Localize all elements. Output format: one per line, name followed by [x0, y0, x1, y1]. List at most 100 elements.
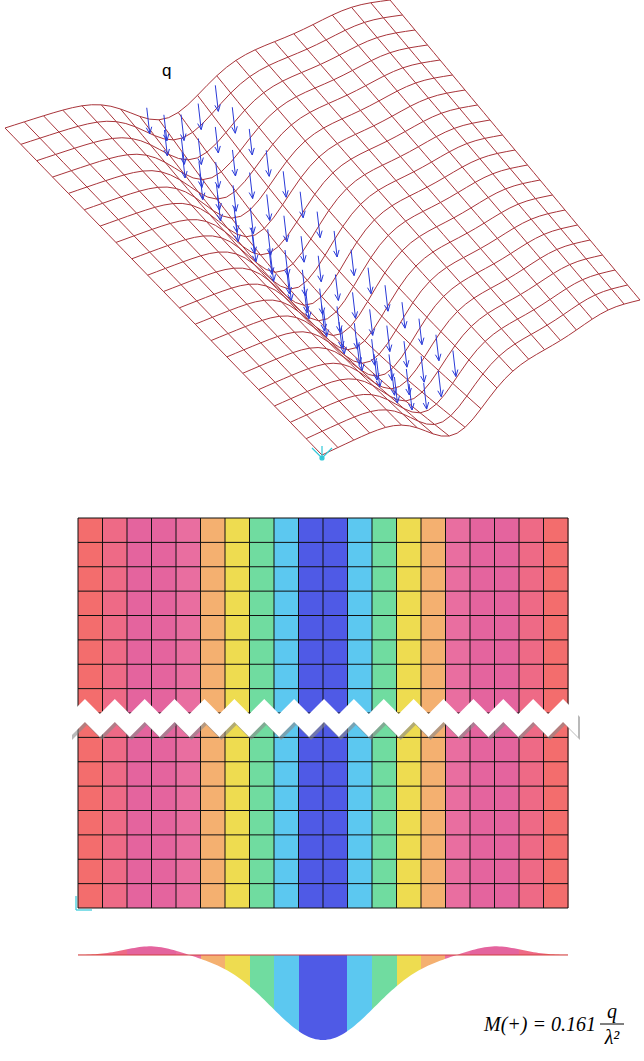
arrow-head [406, 388, 412, 395]
axis-icon [76, 896, 92, 910]
arrow-head [356, 357, 362, 364]
grid-line [78, 566, 568, 567]
arrow-head [164, 149, 170, 156]
arrow-head [270, 274, 276, 281]
mesh-line [84, 75, 452, 218]
arrow-head [232, 126, 238, 133]
arrow-head [181, 157, 187, 164]
arrow-head [403, 360, 409, 367]
arrow-head [435, 354, 441, 361]
arrow-head [233, 225, 239, 232]
grid-line [78, 859, 568, 860]
arrow-head [409, 403, 415, 410]
arrow-head [283, 190, 289, 197]
arrow-head [368, 287, 374, 294]
mesh-line [100, 90, 465, 237]
mesh-line [274, 255, 602, 406]
arrow-head [369, 328, 375, 335]
mesh-line [140, 116, 434, 434]
mesh-line [21, 15, 403, 144]
arrow-head [371, 358, 377, 365]
mesh-line [116, 105, 478, 255]
arrow-head [286, 287, 292, 294]
arrow-head [146, 127, 152, 134]
arrow-head [452, 370, 458, 377]
grid-line [78, 615, 568, 616]
arrow-head [421, 375, 427, 382]
axis-icon [312, 446, 332, 460]
arrow-head [418, 338, 424, 345]
arrow-head [181, 134, 187, 141]
arrow-head [385, 304, 391, 311]
grid-line [78, 834, 568, 835]
arrow-head [334, 250, 340, 257]
arrow-head [235, 235, 241, 242]
grid-line [78, 810, 568, 811]
arrow-head [217, 214, 223, 221]
grid-line [78, 737, 568, 738]
axis-icon-part [320, 456, 324, 460]
arrow-head [352, 311, 358, 318]
mesh-line [259, 240, 590, 390]
arrow-head [266, 169, 272, 176]
arrow-head [283, 235, 289, 242]
grid-line [78, 761, 568, 762]
arrow-head [335, 294, 341, 301]
arrow-head [401, 321, 407, 328]
axis-icon-part [76, 909, 92, 910]
arrow-head [267, 248, 273, 255]
arrow-head [252, 255, 258, 262]
axis-icon-part [75, 896, 76, 910]
mesh-line [217, 76, 497, 388]
grid-line [78, 883, 568, 884]
arrow-head [394, 396, 400, 403]
arrow-head [305, 312, 311, 319]
arrow-head [339, 341, 345, 348]
arrow-head [250, 227, 256, 234]
mesh-line [390, 0, 640, 300]
mesh-line [236, 60, 513, 371]
mesh-line [371, 3, 624, 304]
arrow-head [216, 203, 222, 210]
mesh-line [5, 0, 390, 128]
arrow-head [389, 373, 395, 380]
mesh-line [82, 106, 386, 428]
arrow-head [423, 402, 429, 409]
fraction-denominator: λ² [605, 1026, 620, 1048]
arrow-head [215, 146, 221, 153]
arrow-head [351, 269, 357, 276]
arrow-head [303, 306, 309, 313]
arrow-head [215, 181, 221, 188]
mesh-line [37, 30, 415, 161]
arrow-head [391, 388, 397, 395]
mesh-line [243, 225, 578, 376]
arrow-head [300, 211, 306, 218]
fraction-numerator: q [607, 1000, 617, 1022]
arrow-head [232, 169, 238, 176]
arrow-head [285, 269, 291, 276]
mesh-line [290, 270, 615, 422]
mesh-line [306, 285, 627, 439]
grid-line [78, 908, 568, 909]
grid-line [78, 591, 568, 592]
grid-line [78, 542, 568, 543]
arrow-head [319, 308, 325, 315]
arrow-head [386, 345, 392, 352]
mesh-line [198, 95, 482, 409]
arrow-head [318, 275, 324, 282]
arrow-head [301, 255, 307, 262]
deformed-mesh [5, 0, 640, 455]
arrow-head [374, 373, 380, 380]
grid-line [78, 688, 568, 689]
moment-formula: M(+) = 0.161 [484, 1013, 596, 1035]
arrow-head [266, 213, 272, 220]
grid-line [78, 518, 568, 519]
arrow-head [302, 289, 308, 296]
arrow-head [215, 104, 221, 111]
moment-baseline [78, 955, 568, 956]
grid-line [78, 786, 568, 787]
arrow-head [337, 325, 343, 332]
arrow-head [198, 180, 204, 187]
